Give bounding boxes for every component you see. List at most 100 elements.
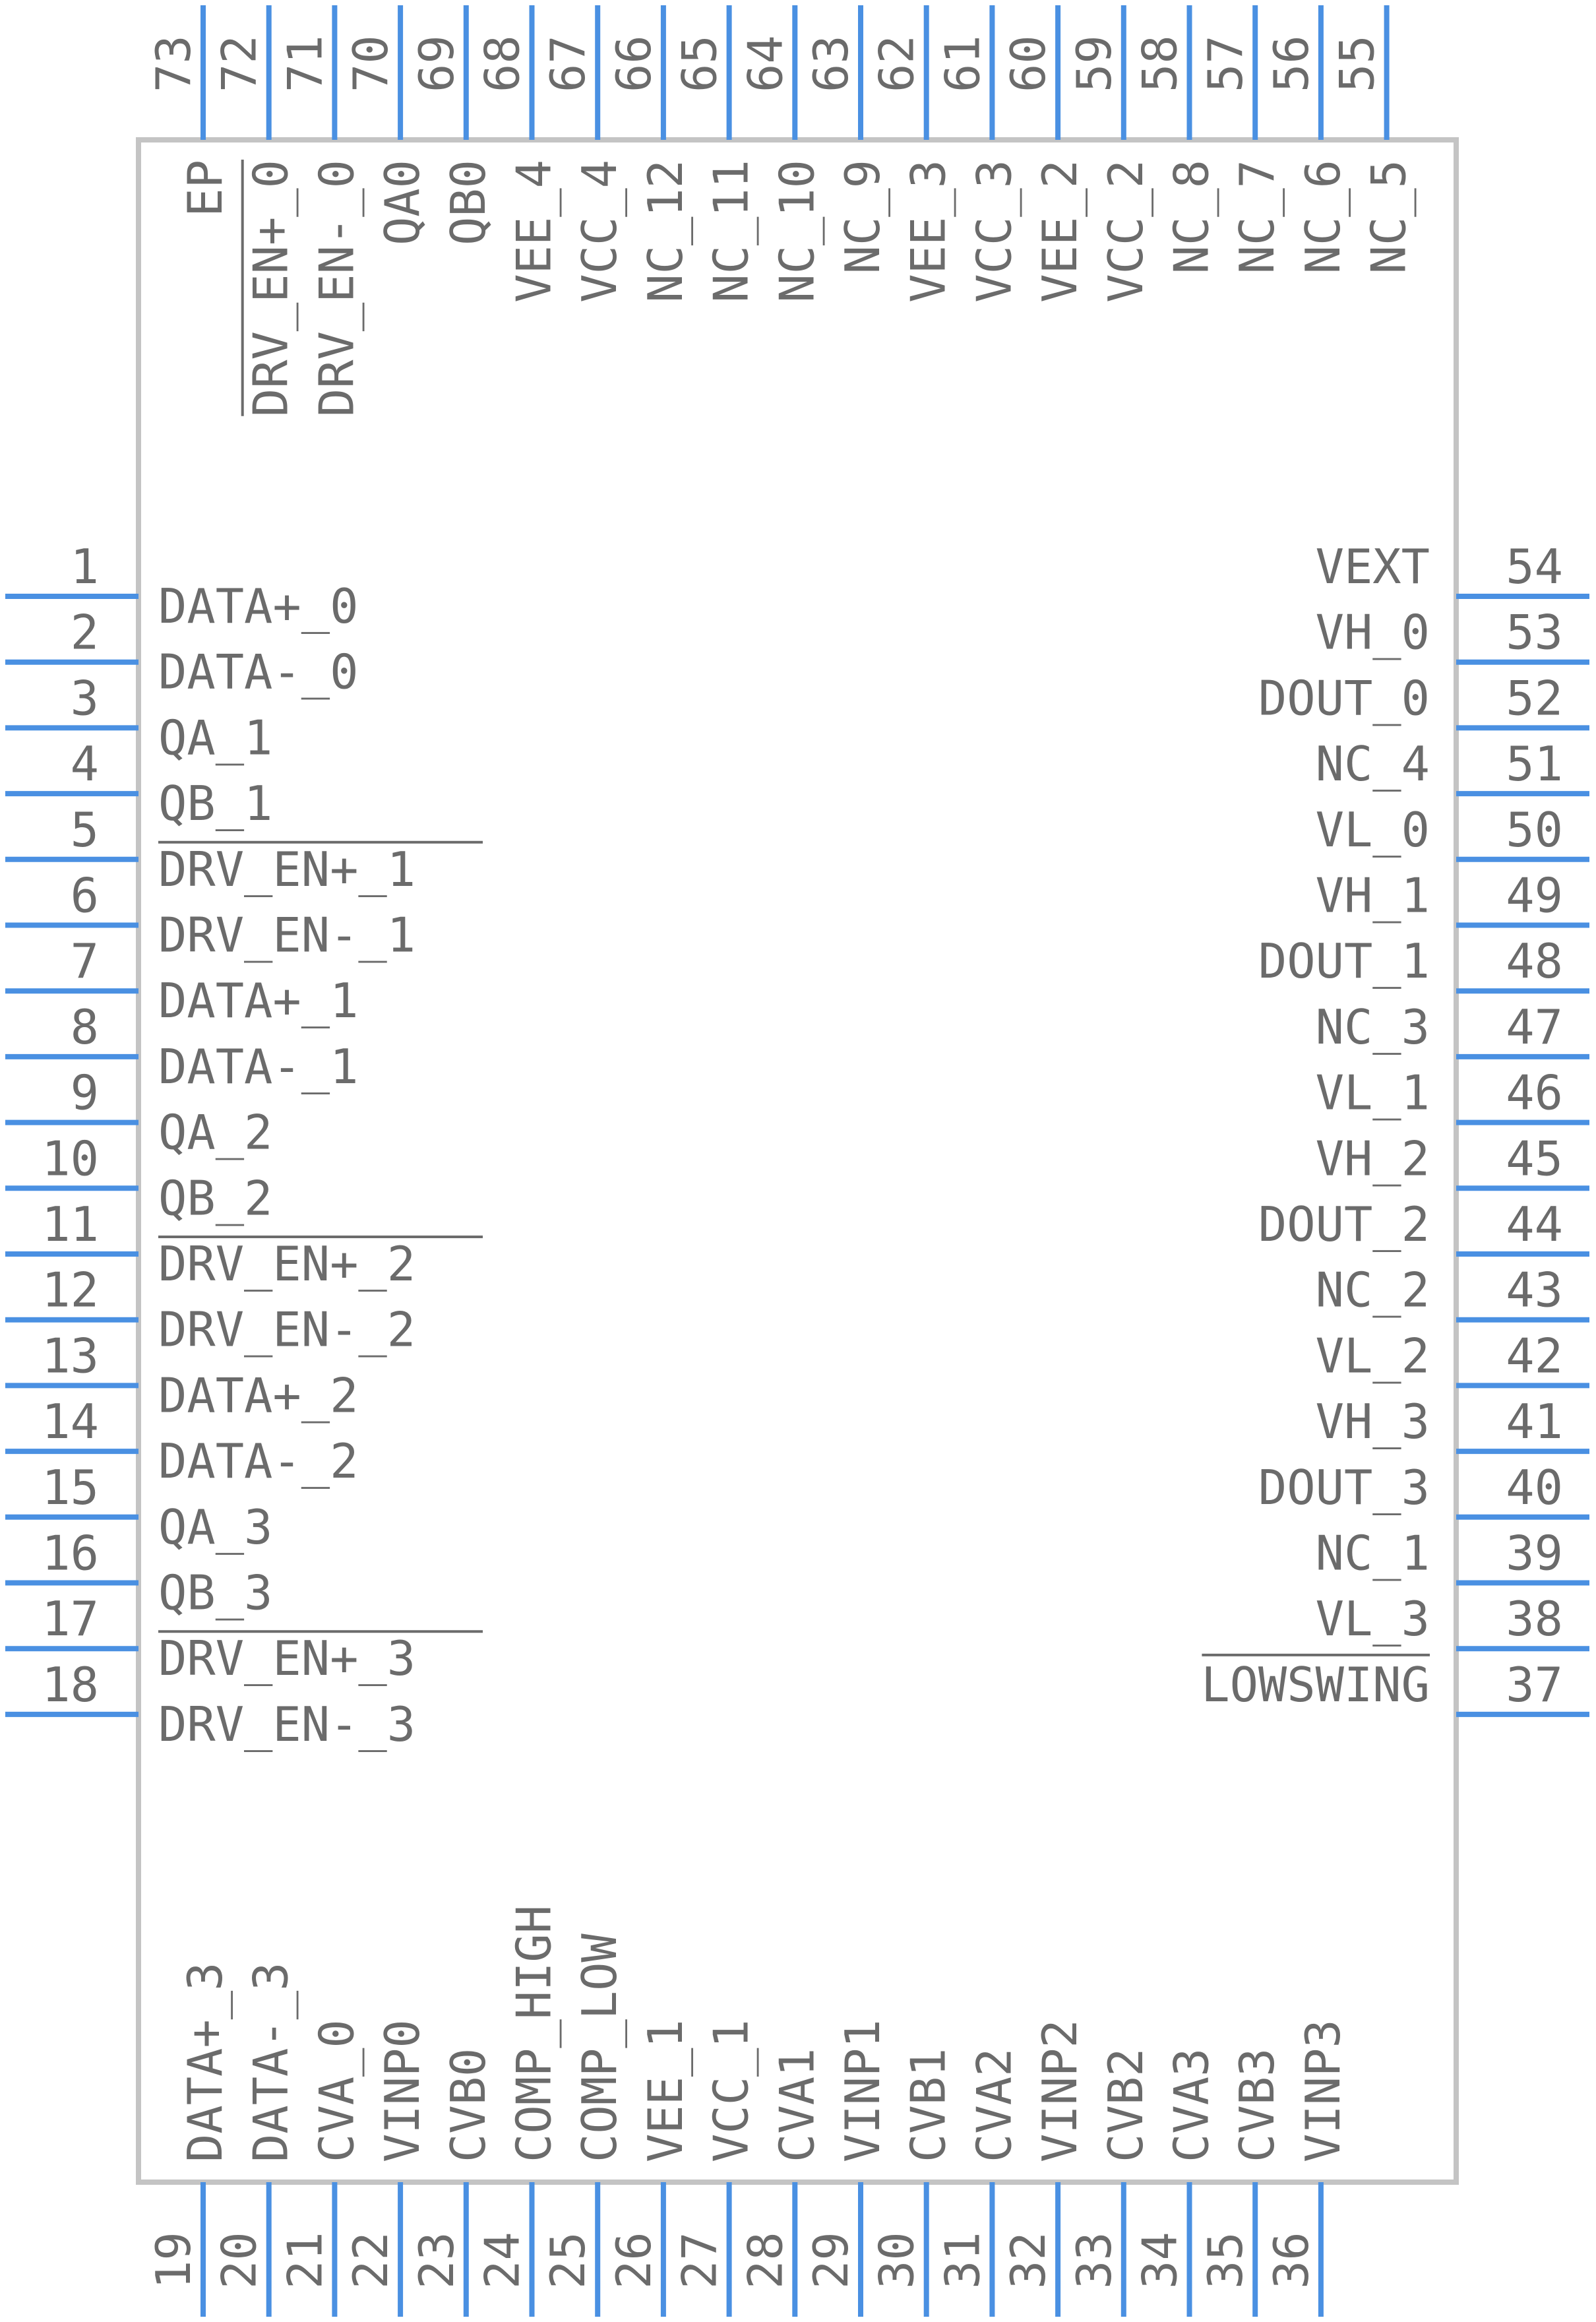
- pin-label-dataminus-1: DATA-_1: [158, 1039, 358, 1094]
- pin-label-nc-8: NC_8: [1164, 160, 1219, 274]
- pin-number: 49: [1506, 868, 1563, 924]
- pin-number: 5: [71, 802, 99, 858]
- pin-label-cva3: CVA3: [1164, 2048, 1219, 2162]
- pin-number: 56: [1264, 35, 1319, 92]
- pin-number: 16: [42, 1526, 99, 1581]
- pin-number: 57: [1198, 35, 1253, 92]
- pin-label-drv-enplus-2: DRV_EN+_2: [158, 1236, 415, 1292]
- pin-label-drv-enplus-0: DRV_EN+_0: [243, 160, 299, 417]
- pin-number: 6: [71, 868, 99, 924]
- left-pin-group: 1DATA+_02DATA-_03QA_14QB_15DRV_EN+_16DRV…: [5, 539, 483, 1752]
- pin-label-qb-2: QB_2: [158, 1170, 272, 1226]
- pin-label-nc-3: NC_3: [1316, 999, 1430, 1055]
- pin-number: 2: [71, 605, 99, 660]
- pin-label-nc-2: NC_2: [1316, 1263, 1430, 1318]
- pin-label-dout-2: DOUT_2: [1258, 1197, 1430, 1252]
- pin-number: 20: [212, 2232, 267, 2289]
- pin-number: 19: [146, 2232, 201, 2289]
- pin-label-nc-11: NC_11: [704, 160, 759, 303]
- pin-label-qb-3: QB_3: [158, 1565, 272, 1621]
- pin-label-dataplus-1: DATA+_1: [158, 973, 358, 1028]
- pin-label-dout-0: DOUT_0: [1258, 670, 1430, 726]
- pin-label-vcc-2: VCC_2: [1098, 160, 1153, 303]
- pin-number: 62: [869, 35, 925, 92]
- pin-label-cva2: CVA2: [966, 2048, 1022, 2162]
- pin-label-lowswing: LOWSWING: [1201, 1657, 1430, 1712]
- pin-label-nc-10: NC_10: [769, 160, 824, 303]
- pin-number: 69: [409, 35, 464, 92]
- pin-label-dout-1: DOUT_1: [1258, 933, 1430, 989]
- pin-number: 32: [1000, 2232, 1056, 2289]
- bottom-pin-group: 19DATA+_320DATA-_321CVA_022VINP023CVB024…: [146, 1905, 1351, 2317]
- pin-label-vee-1: VEE_1: [638, 2019, 693, 2162]
- pin-label-qa-3: QA_3: [158, 1499, 272, 1555]
- pin-number: 59: [1066, 35, 1122, 92]
- pin-label-dataplus-0: DATA+_0: [158, 579, 358, 634]
- pin-label-vl-2: VL_2: [1316, 1328, 1430, 1383]
- pin-label-dataminus-2: DATA-_2: [158, 1433, 358, 1489]
- pin-number: 3: [71, 670, 99, 726]
- pin-number: 33: [1066, 2232, 1122, 2289]
- pin-label-cvb2: CVB2: [1098, 2048, 1153, 2162]
- pin-label-ep: EP: [177, 160, 233, 217]
- pin-number: 31: [935, 2232, 990, 2289]
- pin-number: 63: [803, 35, 859, 92]
- pin-number: 48: [1506, 933, 1563, 989]
- pin-label-vl-0: VL_0: [1316, 802, 1430, 858]
- pin-number: 7: [71, 933, 99, 989]
- pin-label-qa0: QA0: [375, 160, 430, 245]
- pin-number: 35: [1198, 2232, 1253, 2289]
- pin-number: 14: [42, 1394, 99, 1449]
- pin-number: 61: [935, 35, 990, 92]
- pin-number: 30: [869, 2232, 925, 2289]
- pin-label-dout-3: DOUT_3: [1258, 1460, 1430, 1515]
- right-pin-group: 54VEXT53VH_052DOUT_051NC_450VL_049VH_148…: [1201, 539, 1589, 1717]
- pin-label-dataplus-3: DATA+_3: [177, 1962, 233, 2162]
- pin-label-vh-0: VH_0: [1316, 605, 1430, 660]
- pin-label-dataplus-2: DATA+_2: [158, 1367, 358, 1423]
- pin-number: 68: [475, 35, 530, 92]
- pin-number: 12: [42, 1263, 99, 1318]
- pin-number: 4: [71, 736, 99, 792]
- pin-number: 73: [146, 35, 201, 92]
- pin-label-nc-12: NC_12: [638, 160, 693, 303]
- pin-label-cva-0: CVA_0: [309, 2019, 364, 2162]
- pin-number: 13: [42, 1328, 99, 1383]
- pin-number: 65: [672, 35, 727, 92]
- pin-number: 70: [343, 35, 398, 92]
- pin-label-dataminus-0: DATA-_0: [158, 644, 358, 700]
- ic-body-outline: [136, 137, 1459, 2185]
- pin-label-vinp3: VINP3: [1295, 2019, 1351, 2162]
- pin-label-nc-7: NC_7: [1229, 160, 1285, 274]
- pin-number: 37: [1506, 1657, 1563, 1712]
- pin-label-drv-enminus-2: DRV_EN-_2: [158, 1302, 415, 1358]
- pin-label-vl-1: VL_1: [1316, 1065, 1430, 1121]
- pin-number: 25: [540, 2232, 596, 2289]
- pin-label-nc-1: NC_1: [1316, 1526, 1430, 1581]
- pin-number: 64: [737, 35, 793, 92]
- pin-label-drv-enminus-1: DRV_EN-_1: [158, 908, 415, 963]
- top-pin-group: 73EP72DRV_EN+_071DRV_EN-_070QA069QB068VE…: [146, 5, 1417, 417]
- pin-number: 45: [1506, 1131, 1563, 1186]
- pin-label-drv-enplus-3: DRV_EN+_3: [158, 1631, 415, 1686]
- pin-number: 43: [1506, 1263, 1563, 1318]
- pin-number: 8: [71, 999, 99, 1055]
- pin-label-vee-4: VEE_4: [506, 160, 562, 303]
- pin-number: 18: [42, 1657, 99, 1712]
- pin-number: 66: [606, 35, 661, 92]
- pin-label-qa-2: QA_2: [158, 1105, 272, 1160]
- pin-number: 67: [540, 35, 596, 92]
- pin-number: 58: [1132, 35, 1188, 92]
- pin-label-nc-6: NC_6: [1295, 160, 1351, 274]
- pin-number: 10: [42, 1131, 99, 1186]
- pin-number: 15: [42, 1460, 99, 1515]
- pin-number: 72: [212, 35, 267, 92]
- pin-label-cvb3: CVB3: [1229, 2048, 1285, 2162]
- pin-number: 40: [1506, 1460, 1563, 1515]
- pin-number: 55: [1330, 35, 1385, 92]
- pin-number: 11: [42, 1197, 99, 1252]
- pin-number: 51: [1506, 736, 1563, 792]
- pin-label-nc-4: NC_4: [1316, 736, 1430, 792]
- pin-label-comp-low: COMP_LOW: [572, 1933, 627, 2162]
- pin-label-nc-5: NC_5: [1361, 160, 1417, 274]
